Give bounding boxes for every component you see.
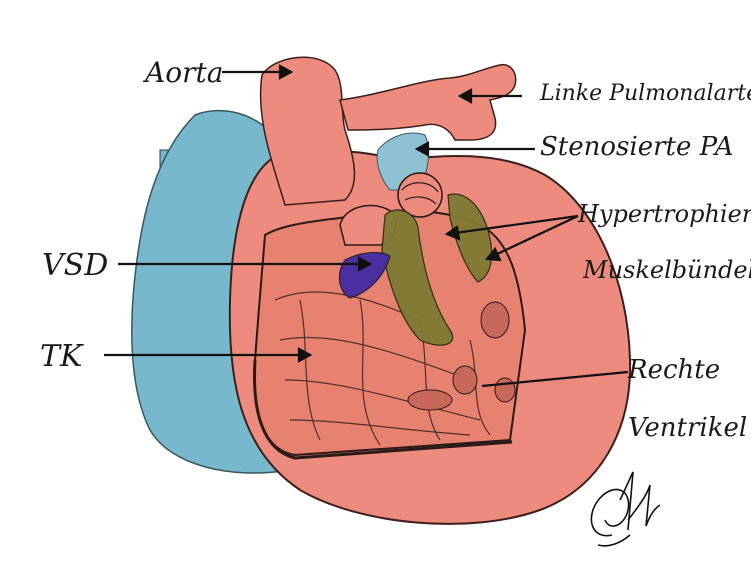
- label-hypertrophied: Hypertrophierte: [577, 200, 751, 228]
- label-stenotic-pa: Stenosierte PA: [540, 132, 734, 162]
- label-muscle-bundles: Muskelbündel: [582, 256, 751, 284]
- label-left-pa: Linke Pulmonalarterie: [539, 81, 751, 106]
- signature-icon: [591, 472, 660, 546]
- pulmonary-artery: [340, 65, 516, 140]
- label-vsd: VSD: [42, 248, 108, 283]
- label-rechte: Rechte: [627, 355, 720, 385]
- label-ventrikel: Ventrikel: [628, 413, 747, 443]
- pulmonary-valve: [398, 173, 442, 217]
- label-aorta: Aorta: [142, 56, 223, 89]
- label-tk: TK: [40, 339, 84, 374]
